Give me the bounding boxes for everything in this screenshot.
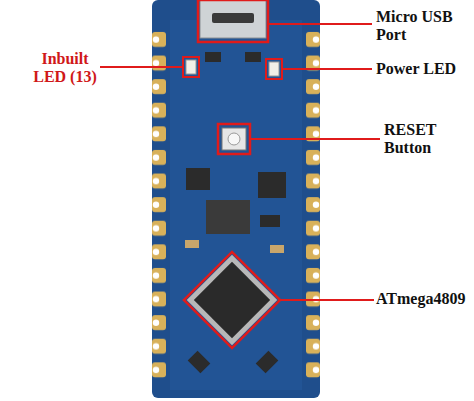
leader-line [282,68,372,70]
component [185,240,199,248]
component [270,245,284,253]
highlight-box [198,0,268,42]
pin-pads [306,28,322,384]
callout-label: Inbuilt LED (13) [30,50,100,86]
pcb [152,0,320,398]
button-cap [228,133,240,145]
callout-label: ATmega4809 [376,290,474,308]
component [260,215,280,227]
leader-line [100,66,183,68]
leader-line [280,299,374,301]
highlight-box [218,124,250,154]
leader-line [268,23,372,25]
callout-label: Power LED [376,60,472,78]
pcb-texture [170,20,302,390]
led [269,62,279,76]
button [222,128,246,150]
usb-connector [200,0,266,38]
pin-pads [150,28,166,384]
component [186,168,210,190]
highlight-box [266,59,282,79]
mcu-chip [184,252,280,348]
component [258,172,286,198]
usb-slot [212,13,254,23]
leader-line [250,138,380,140]
component [205,52,221,62]
led [186,60,196,74]
component [206,200,250,234]
callout-label: Micro USB Port [376,8,468,44]
component [256,351,279,374]
component [188,351,211,374]
component [245,52,261,62]
callout-label: RESET Button [384,121,470,157]
highlight-box [183,57,199,77]
